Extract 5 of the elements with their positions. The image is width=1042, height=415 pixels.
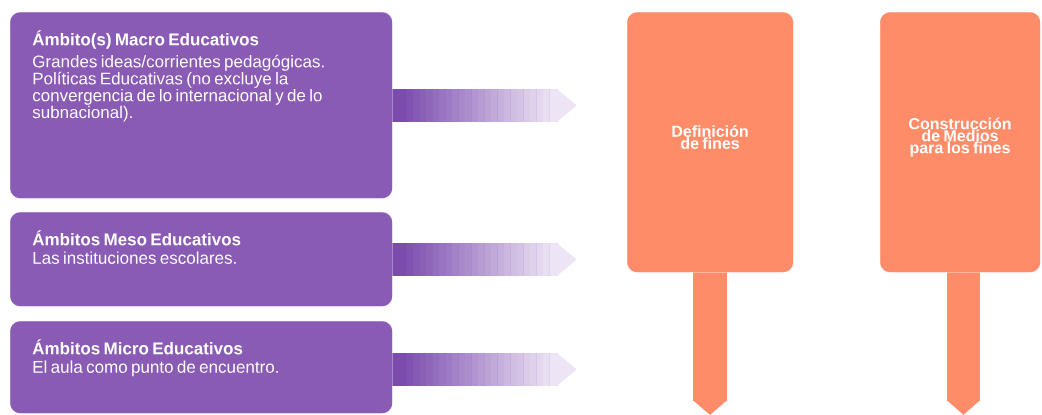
text-box: Ámbito(s) Macro Educativos Grandes ideas/corrientes pedagógicas. Políticas Educativas (no excluye la convergencia de lo internacional y de lo subnacional). xyxy=(10,12,393,199)
stage-box: Definición de fines xyxy=(627,12,794,273)
text-box: Ámbitos Meso Educativos Las instituciones escolares. xyxy=(10,212,393,307)
stage-box: Construcción de Medios para los fines xyxy=(880,12,1041,273)
text-box: Ámbitos Micro Educativos El aula como punto de encuentro. xyxy=(10,321,393,414)
